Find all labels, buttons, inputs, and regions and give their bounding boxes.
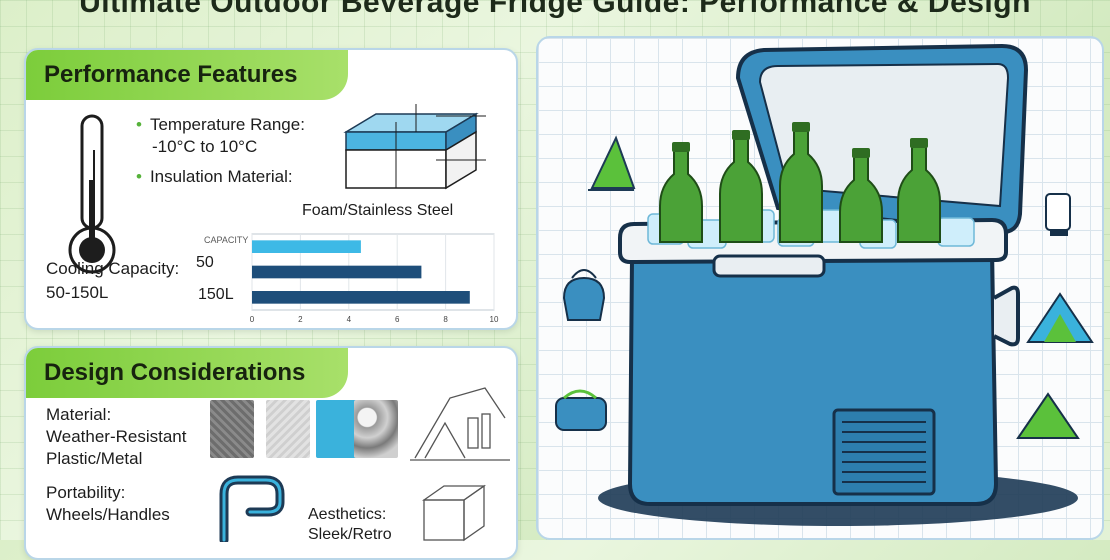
flag-icon <box>588 135 636 191</box>
page-title: Ultimate Outdoor Beverage Fridge Guide: … <box>79 0 1031 19</box>
portability-label: Portability: <box>46 483 126 502</box>
kettle-icon <box>562 269 606 321</box>
bar-label-1: 50 <box>196 254 214 271</box>
lantern-icon <box>1045 193 1071 236</box>
aesthetics-value: Sleek/Retro <box>308 526 392 543</box>
temperature-label: Temperature Range: <box>136 114 305 135</box>
handle-icon <box>219 475 285 542</box>
design-heading: Design Considerations <box>26 348 348 398</box>
insulation-value: Foam/Stainless Steel <box>302 202 454 219</box>
swatch-light-texture <box>266 400 310 458</box>
cooling-value: 50-150L <box>46 283 109 302</box>
bar-label-2: 150L <box>198 286 234 303</box>
bar <box>252 265 422 279</box>
cooler-illustration-panel <box>536 36 1104 540</box>
x-tick-label: 10 <box>490 315 499 324</box>
thermometer-icon <box>68 114 116 274</box>
swatch-blue <box>316 400 360 458</box>
cooler-icon <box>555 43 1094 526</box>
bar <box>252 240 361 253</box>
x-tick-label: 8 <box>443 315 448 324</box>
x-tick-label: 0 <box>250 315 255 324</box>
box-sketch-icon <box>421 484 487 542</box>
insulation-label: Insulation Material: <box>136 166 293 187</box>
design-panel: Design Considerations Material: Weather-… <box>24 346 518 560</box>
performance-panel: Performance Features Temperature Range: … <box>24 48 518 330</box>
performance-heading: Performance Features <box>26 50 348 100</box>
tent-icon <box>1016 292 1094 439</box>
aesthetics-label: Aesthetics: <box>308 506 387 523</box>
insulation-layers-icon <box>343 104 486 190</box>
bar <box>252 291 470 304</box>
capacity-bar-chart: 0 2 4 6 8 10 <box>250 233 499 324</box>
x-tick-label: 4 <box>347 315 352 324</box>
cooling-label: Cooling Capacity: <box>46 259 180 278</box>
x-tick-label: 2 <box>298 315 303 324</box>
x-tick-label: 6 <box>395 315 400 324</box>
swatch-dark-texture <box>210 400 254 458</box>
campsite-sketch-icon <box>410 387 510 461</box>
chart-header: CAPACITY <box>204 235 249 245</box>
backpack-icon <box>555 389 607 431</box>
portability-value: Wheels/Handles <box>46 505 170 524</box>
material-value-1: Weather-Resistant <box>46 427 187 446</box>
material-value-2: Plastic/Metal <box>46 449 143 468</box>
swatch-stone-texture <box>354 400 398 458</box>
temperature-value: -10°C to 10°C <box>152 137 258 156</box>
material-label: Material: <box>46 405 112 424</box>
